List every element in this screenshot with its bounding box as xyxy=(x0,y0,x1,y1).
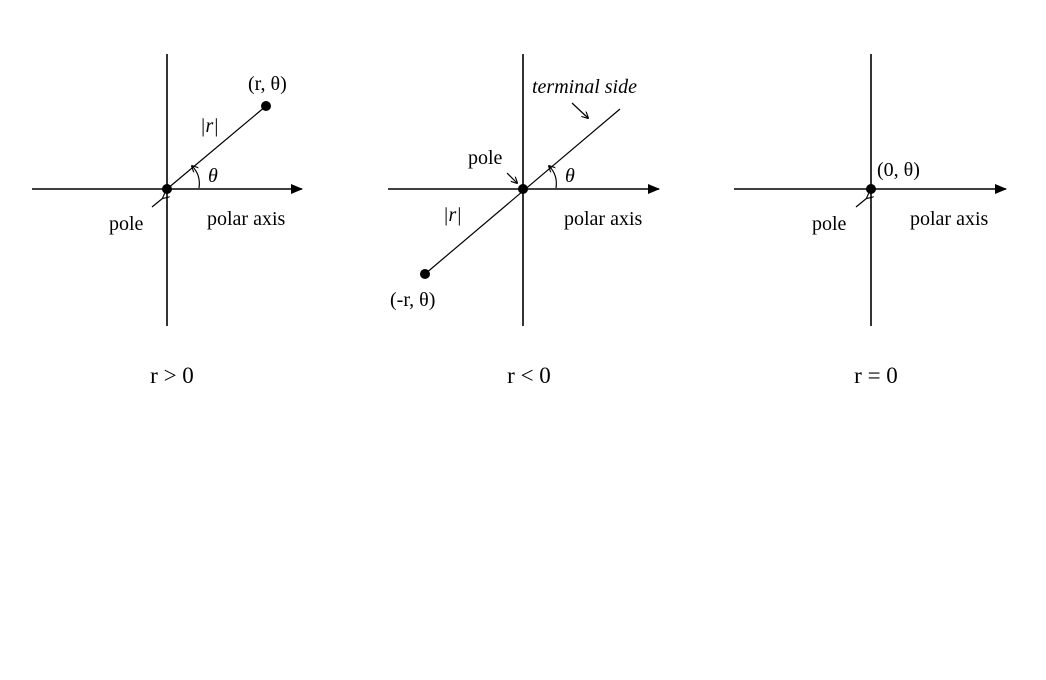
point-label: (-r, θ) xyxy=(390,289,435,311)
pole-label: pole xyxy=(109,213,144,235)
radius-label: |r| xyxy=(200,115,219,137)
angle-label: θ xyxy=(208,165,218,187)
point-dot xyxy=(420,269,430,279)
radius-line xyxy=(166,105,267,190)
caption: r > 0 xyxy=(150,363,194,388)
point-label: (r, θ) xyxy=(248,73,287,95)
pole-label: pole xyxy=(812,213,847,235)
panel-r-positive: (r, θ) |r| θ pole polar axis r > 0 xyxy=(32,54,303,388)
pole-pointer-arrow xyxy=(151,198,163,208)
panel-r-negative: terminal side pole θ polar axis |r| (-r,… xyxy=(388,54,660,388)
point-dot xyxy=(261,101,271,111)
terminal-side-label: terminal side xyxy=(532,76,637,98)
angle-label: θ xyxy=(565,165,575,187)
caption: r = 0 xyxy=(854,363,898,388)
polar-axis-label: polar axis xyxy=(564,208,643,230)
pole-pointer-arrow xyxy=(506,172,517,183)
polar-axis-label: polar axis xyxy=(207,208,286,230)
panel-r-zero: (0, θ) pole polar axis r = 0 xyxy=(734,54,1007,388)
angle-arc-arrow xyxy=(192,166,200,189)
pole-dot xyxy=(866,184,876,194)
radius-label: |r| xyxy=(443,204,462,226)
pole-label: pole xyxy=(468,147,503,169)
pole-dot xyxy=(518,184,528,194)
pole-pointer-arrow xyxy=(855,198,867,208)
polar-axis-label: polar axis xyxy=(910,208,989,230)
terminal-side-pointer-arrow xyxy=(571,102,588,118)
caption: r < 0 xyxy=(507,363,551,388)
point-label: (0, θ) xyxy=(877,159,920,181)
pole-dot xyxy=(162,184,172,194)
angle-arc-arrow xyxy=(549,166,557,189)
